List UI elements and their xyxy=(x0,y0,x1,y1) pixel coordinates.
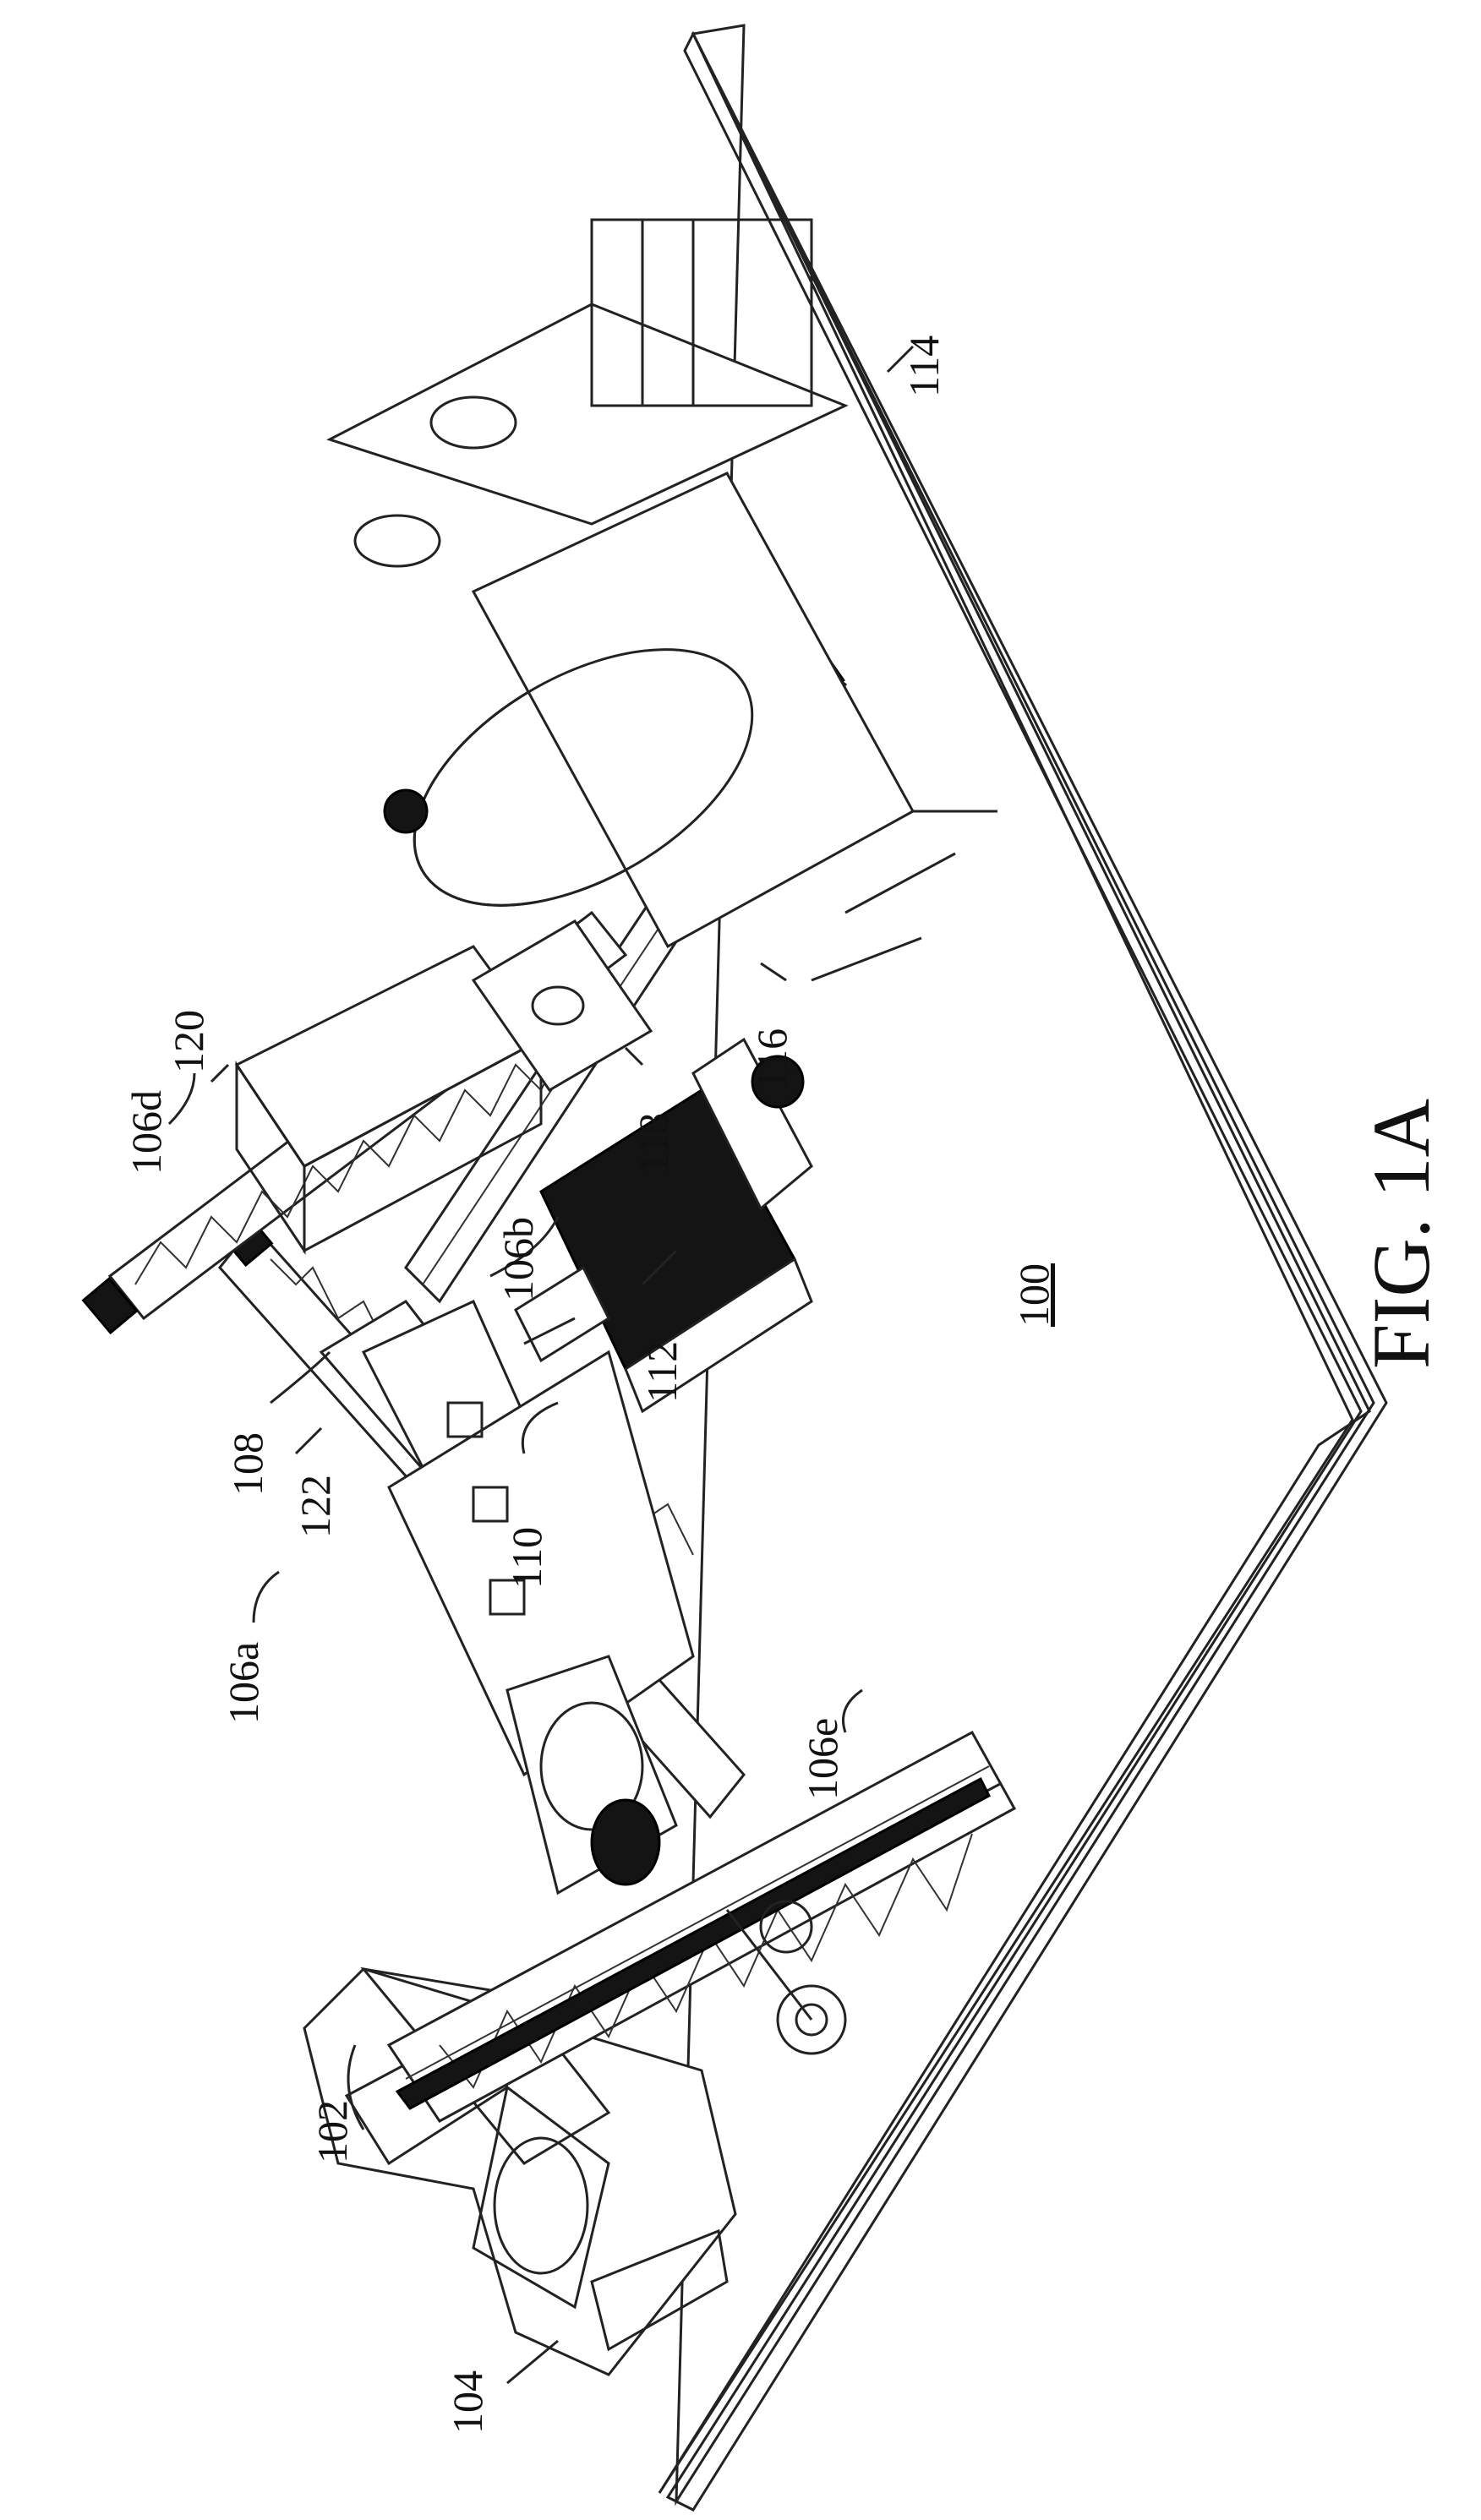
storage-tank-116 xyxy=(371,473,997,980)
system-ref-100: 100 xyxy=(1010,1263,1057,1327)
leader-106a xyxy=(254,1572,279,1623)
label-104: 104 xyxy=(444,2370,491,2434)
label-106e: 106e xyxy=(799,1718,846,1800)
label-106d: 106d xyxy=(123,1090,170,1175)
leader-104 xyxy=(507,2341,558,2383)
label-112: 112 xyxy=(638,1341,686,1403)
figure-caption: FIG. 1A xyxy=(1356,1099,1446,1369)
leader-116 xyxy=(761,963,786,980)
label-110: 110 xyxy=(503,1527,550,1589)
rack-unit-114 xyxy=(330,220,845,566)
label-118: 118 xyxy=(630,1113,677,1175)
label-102: 102 xyxy=(309,2100,356,2163)
label-114: 114 xyxy=(900,335,948,397)
leader-122 xyxy=(296,1428,321,1454)
label-106a: 106a xyxy=(220,1642,267,1724)
label-120: 120 xyxy=(165,1010,212,1073)
label-116: 116 xyxy=(748,1028,795,1090)
leader-106d xyxy=(169,1073,194,1124)
label-108: 108 xyxy=(224,1432,271,1496)
label-122: 122 xyxy=(292,1475,339,1538)
leader-120 xyxy=(211,1065,228,1082)
label-106b: 106b xyxy=(495,1217,542,1301)
leader-118 xyxy=(626,1048,642,1065)
